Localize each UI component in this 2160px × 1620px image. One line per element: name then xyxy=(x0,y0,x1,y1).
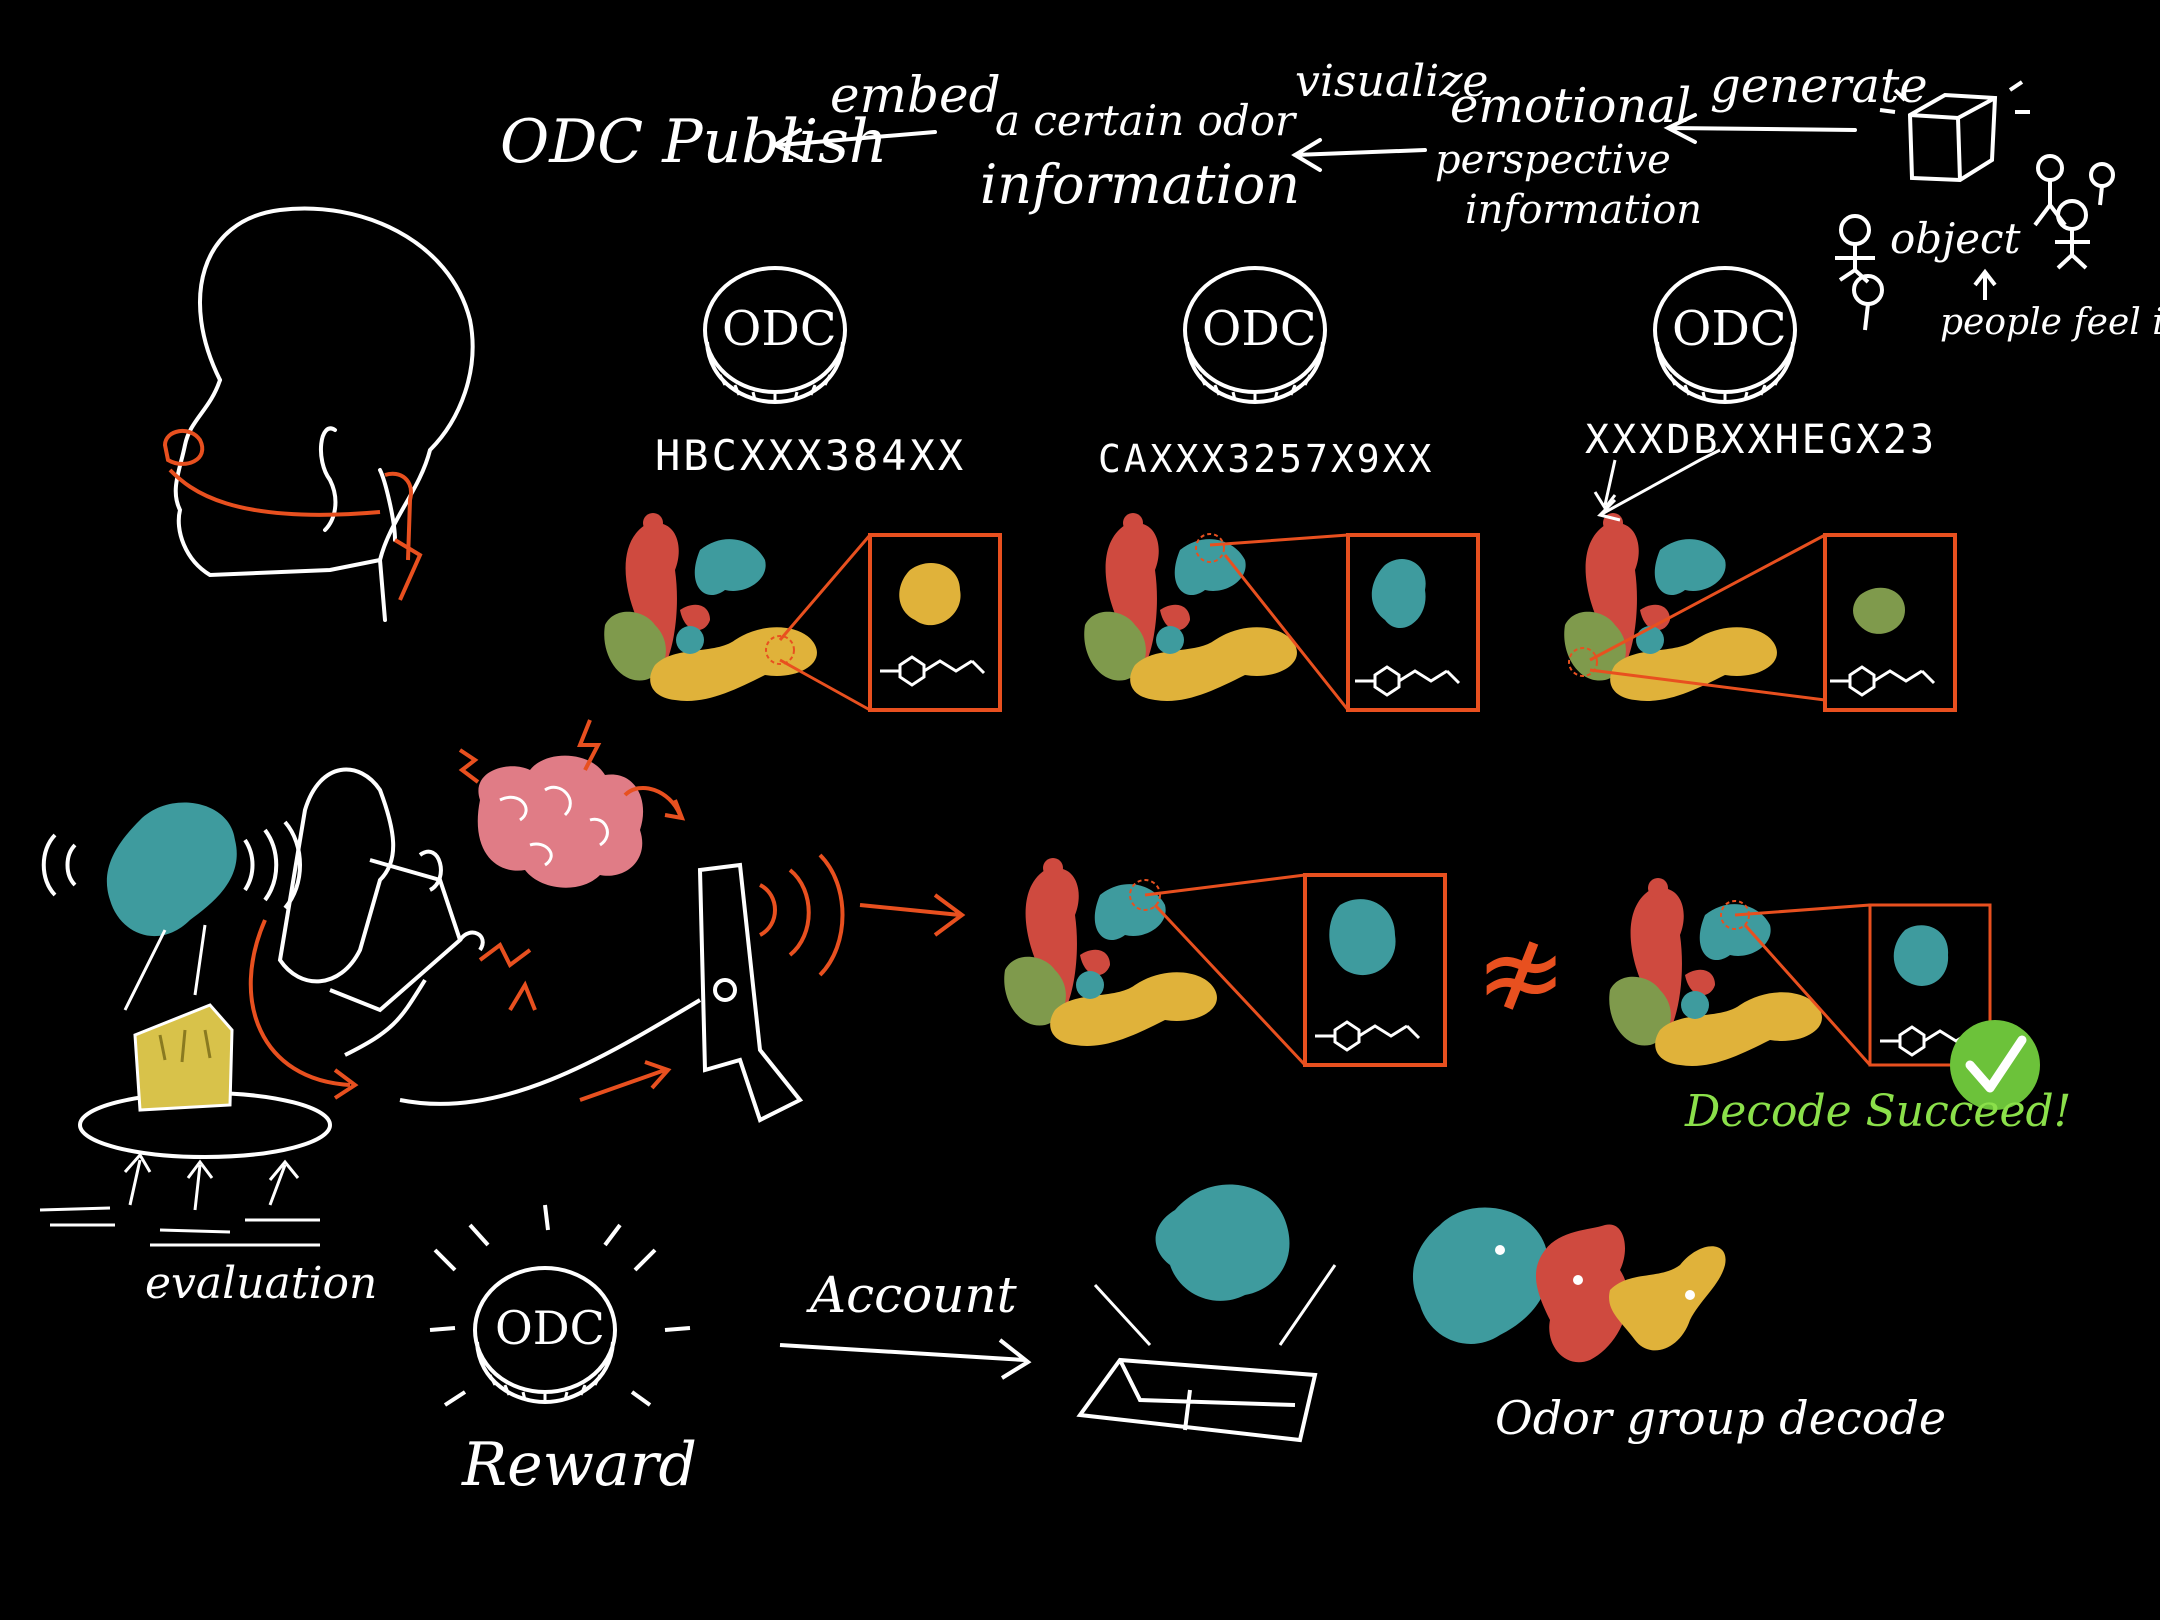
object-label: object xyxy=(1890,218,2020,260)
decode-panel-b xyxy=(1609,878,1990,1066)
account-arrow xyxy=(780,1340,1028,1378)
reward-coin-label: ODC xyxy=(495,1305,605,1351)
account-label: Account xyxy=(810,1270,1017,1320)
evaluation-label: evaluation xyxy=(145,1262,377,1306)
not-equal-sign: ≉ xyxy=(1475,908,1567,1036)
odor-blob-teal xyxy=(107,803,237,937)
laptop-hologram-icon xyxy=(1080,1185,1335,1440)
cake-icon xyxy=(80,925,330,1157)
coin-3-label: ODC xyxy=(1672,305,1787,353)
coin-1-code: HBCXXX384XX xyxy=(655,435,966,477)
coin-2-label: ODC xyxy=(1202,305,1317,353)
people-feel-label: people feel it xyxy=(1940,305,2160,341)
brain-icon xyxy=(478,756,643,888)
reward-label: Reward xyxy=(462,1435,697,1495)
odor-info-line-1: a certain odor xyxy=(995,100,1295,142)
embed-label: embed xyxy=(830,70,1001,120)
decode-success-label: Decode Succeed! xyxy=(1685,1090,2071,1134)
odor-info-line-2: information xyxy=(980,158,1300,212)
evaluation-arrows xyxy=(40,1155,320,1245)
decode-panel-a xyxy=(1004,858,1445,1065)
emotional-line-2: perspective xyxy=(1435,140,1671,180)
head-profile-icon xyxy=(176,208,473,620)
coin-1-label: ODC xyxy=(722,305,837,353)
generate-label: generate xyxy=(1710,62,1928,110)
coin-2-code: CAXXX3257X9XX xyxy=(1098,440,1434,478)
odor-group-blobs xyxy=(1413,1208,1726,1363)
coin-3-code: XXXDBXXHEGX23 xyxy=(1585,420,1937,460)
emotional-line-3: information xyxy=(1465,190,1702,230)
emotional-line-1: emotional xyxy=(1450,82,1691,130)
odor-group-decode-label: Odor group decode xyxy=(1495,1395,1946,1441)
